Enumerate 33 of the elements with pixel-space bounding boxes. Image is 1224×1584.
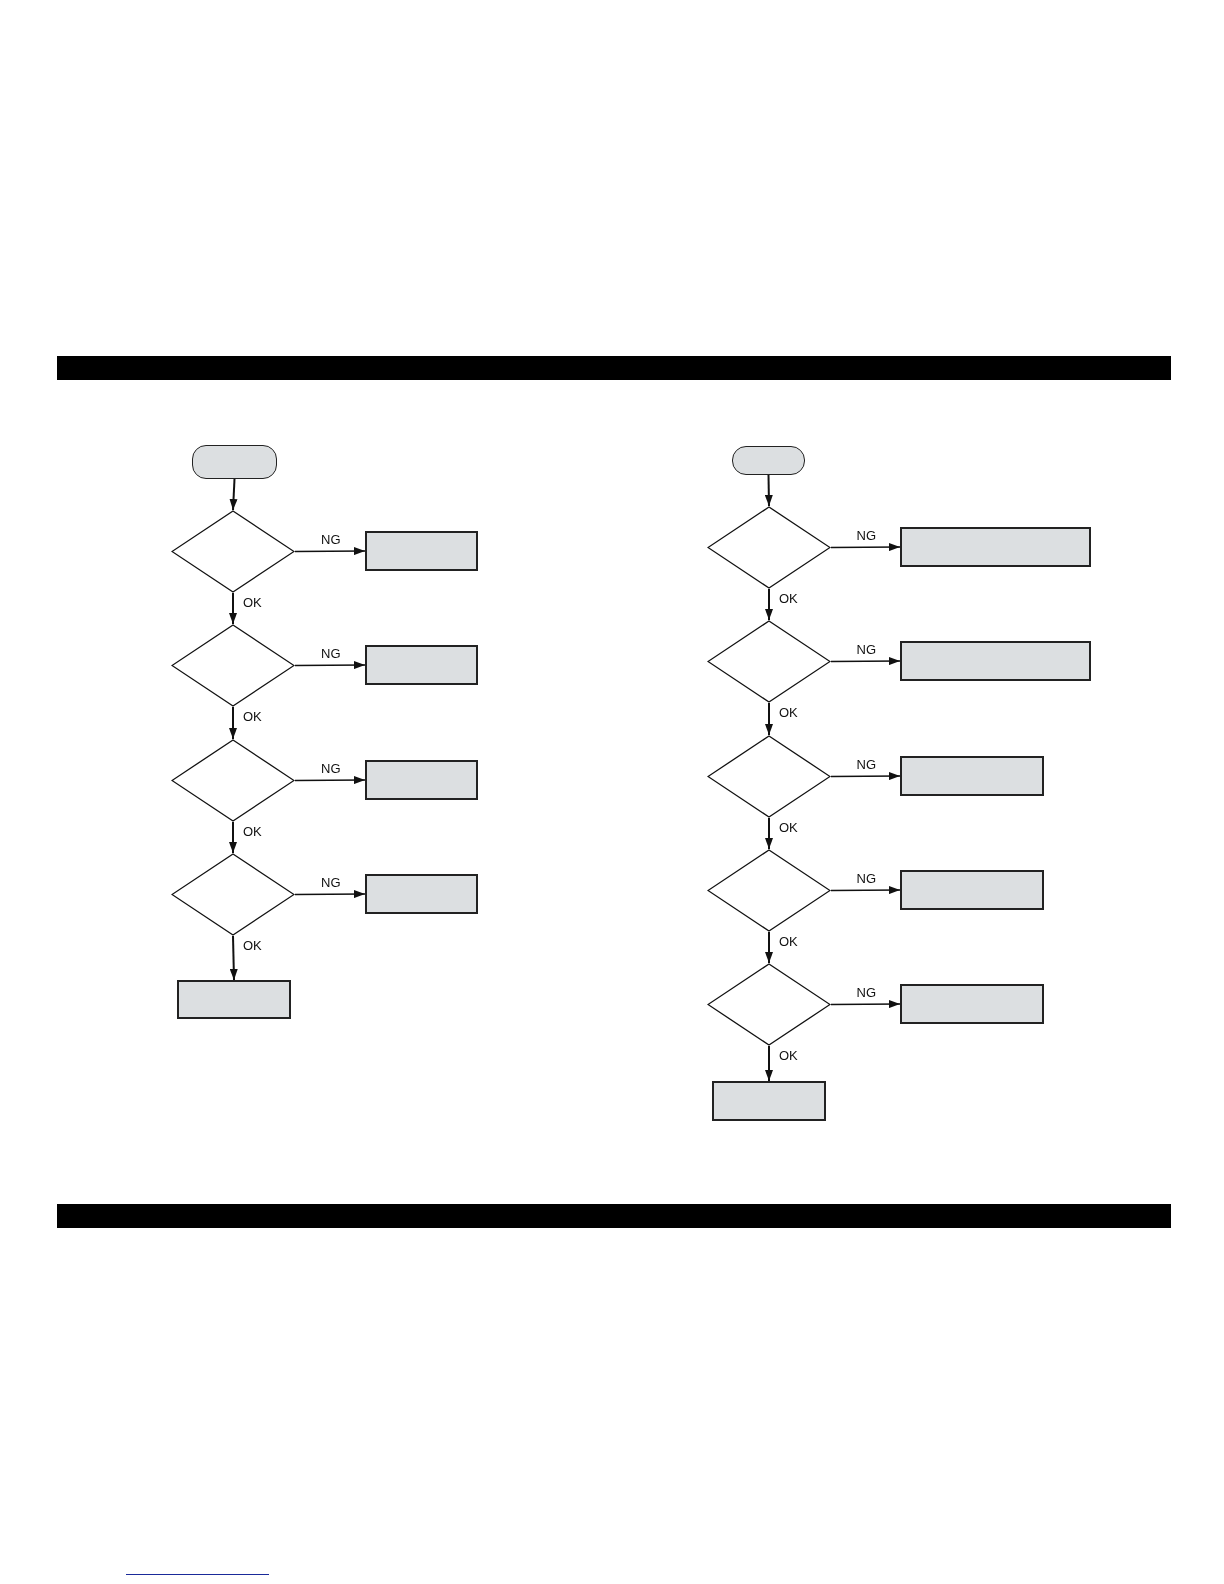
- process-box: [177, 980, 291, 1019]
- process-box: [365, 874, 478, 914]
- process-box: [900, 756, 1044, 796]
- arrow: [830, 886, 901, 895]
- process-box: [900, 870, 1044, 910]
- arrow: [765, 931, 773, 964]
- arrow: [229, 706, 237, 740]
- arrow: [765, 1045, 773, 1082]
- arrow: [765, 817, 773, 850]
- arrow: [294, 661, 366, 670]
- arrow: [830, 1000, 901, 1009]
- process-box: [900, 984, 1044, 1024]
- process-box: [900, 527, 1091, 567]
- process-box: [365, 760, 478, 800]
- arrow: [229, 478, 238, 511]
- terminal-box: [192, 445, 277, 479]
- arrow: [294, 547, 366, 556]
- arrow: [830, 657, 901, 666]
- terminal-box: [732, 446, 805, 475]
- arrow: [765, 588, 773, 621]
- process-box: [365, 645, 478, 685]
- process-box: [712, 1081, 826, 1121]
- arrow: [764, 474, 773, 507]
- arrow: [294, 776, 366, 785]
- arrow: [830, 772, 901, 781]
- arrow: [830, 543, 901, 552]
- process-box: [900, 641, 1091, 681]
- arrow: [229, 592, 237, 625]
- arrow: [229, 821, 237, 854]
- arrow: [765, 702, 773, 736]
- arrow: [229, 935, 238, 981]
- process-box: [365, 531, 478, 571]
- arrow: [294, 890, 366, 899]
